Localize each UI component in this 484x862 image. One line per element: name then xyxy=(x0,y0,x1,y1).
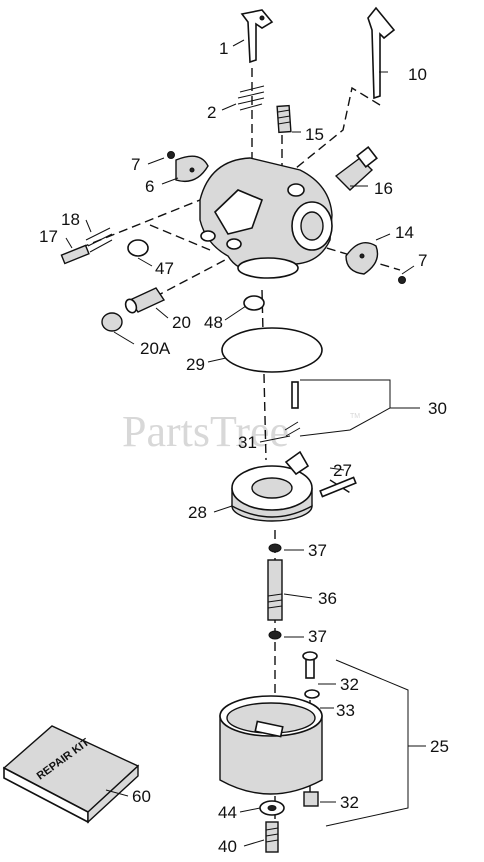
label-6: 6 xyxy=(145,177,154,196)
label-10: 10 xyxy=(408,65,427,84)
part-47-welch-plug xyxy=(127,239,149,257)
label-7-top: 7 xyxy=(131,155,140,174)
part-36-nozzle xyxy=(267,559,283,621)
leader-lines xyxy=(65,39,426,847)
label-37-top: 37 xyxy=(308,541,327,560)
part-20-jet xyxy=(124,287,166,314)
label-17: 17 xyxy=(39,227,58,246)
label-48: 48 xyxy=(204,313,223,332)
part-25-float-bowl xyxy=(219,695,323,795)
part-2-spring xyxy=(237,85,265,111)
watermark-text: PartsTree xyxy=(122,407,289,456)
watermark-tm: TM xyxy=(350,413,360,420)
label-14: 14 xyxy=(395,223,414,242)
part-20a-plug xyxy=(101,312,123,332)
label-47: 47 xyxy=(155,259,174,278)
label-28: 28 xyxy=(188,503,207,522)
part-29-gasket xyxy=(221,327,323,373)
label-25: 25 xyxy=(430,737,449,756)
part-10-choke-shaft xyxy=(367,6,396,100)
part-16-fuel-fitting xyxy=(334,146,378,191)
label-32-bottom: 32 xyxy=(340,793,359,812)
part-14-throttle-plate xyxy=(345,242,379,275)
part-31-inlet-needle xyxy=(284,381,301,437)
label-31: 31 xyxy=(238,433,257,452)
label-27: 27 xyxy=(333,461,352,480)
part-6-choke-plate xyxy=(175,155,209,183)
part-7-screw-top xyxy=(167,151,175,159)
part-32-33-drain-screw xyxy=(302,651,320,699)
part-1-throttle-shaft xyxy=(240,9,274,64)
label-60: 60 xyxy=(132,787,151,806)
part-32-drain-valve xyxy=(303,791,319,807)
part-40-bowl-screw xyxy=(265,821,279,853)
part-37-washer-bottom xyxy=(268,630,282,640)
part-27-float-pin xyxy=(319,476,357,498)
label-29: 29 xyxy=(186,355,205,374)
part-28-float xyxy=(231,450,313,522)
carburetor-body xyxy=(199,157,333,279)
label-44: 44 xyxy=(218,803,237,822)
label-32-top: 32 xyxy=(340,675,359,694)
part-37-washer-top xyxy=(268,543,282,553)
label-40: 40 xyxy=(218,837,237,856)
label-37-bottom: 37 xyxy=(308,627,327,646)
part-15-screw xyxy=(276,104,292,134)
label-1: 1 xyxy=(219,39,228,58)
label-33: 33 xyxy=(336,701,355,720)
label-7-bottom: 7 xyxy=(418,251,427,270)
label-18: 18 xyxy=(61,210,80,229)
label-36: 36 xyxy=(318,589,337,608)
label-16: 16 xyxy=(374,179,393,198)
part-60-repair-kit: REPAIR KIT xyxy=(2,725,140,824)
part-48-washer xyxy=(243,295,265,311)
label-20: 20 xyxy=(172,313,191,332)
part-7-screw-bottom xyxy=(398,276,406,284)
label-30: 30 xyxy=(428,399,447,418)
label-15: 15 xyxy=(305,125,324,144)
label-2: 2 xyxy=(207,103,216,122)
part-44-washer xyxy=(259,800,285,816)
callout-labels: 1 10 2 15 7 6 16 18 17 14 47 7 20 48 20A… xyxy=(39,39,449,856)
label-20a: 20A xyxy=(140,339,171,358)
part-17-18-mixture-screw xyxy=(60,227,113,265)
watermark: PartsTree TM xyxy=(122,407,360,456)
